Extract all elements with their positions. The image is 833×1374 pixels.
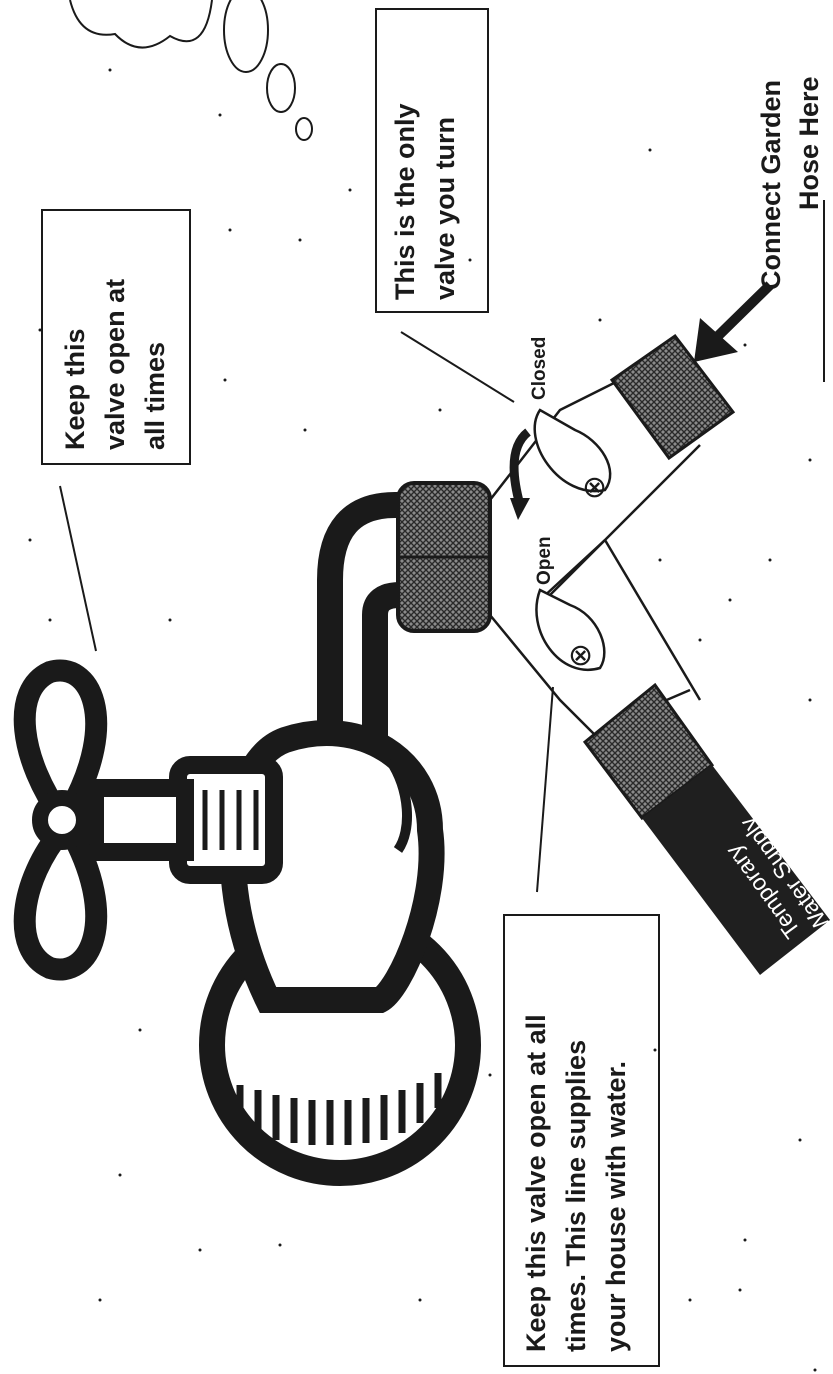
thought-bubble	[69, 0, 313, 141]
leader-line-top	[59, 485, 97, 652]
connect-hose-callout: Connect Garden Hose Here	[756, 72, 825, 382]
keep-open-top-line1: Keep this	[60, 328, 90, 450]
only-valve-line2: valve you turn	[430, 117, 460, 300]
leader-line-only-valve	[400, 331, 515, 403]
temporary-water-supply-hose: Temporary Water Supply Hose	[642, 765, 833, 975]
connect-arrow-icon	[694, 281, 774, 362]
valve-lever-open-side[interactable]: ⊗	[535, 588, 606, 673]
keep-open-bottom-line2: times. This line supplies	[561, 1040, 591, 1352]
open-label: Open	[534, 536, 555, 585]
keep-open-bottom-line1: Keep this valve open at all	[521, 1014, 551, 1352]
spigot	[13, 492, 481, 1186]
svg-text:This is the only valve y: This is the only valve you turn	[390, 96, 460, 300]
valve-lever-closed-side[interactable]: ⊗	[533, 408, 612, 505]
svg-text:Keep this valve open at all: Keep this valve open at all times. This …	[521, 1007, 631, 1352]
leader-line-bottom	[536, 686, 554, 893]
keep-open-bottom-line3: your house with water.	[601, 1061, 631, 1352]
keep-open-top-line2: valve open at	[100, 279, 130, 450]
connect-hose-line1: Connect Garden	[756, 80, 786, 290]
turn-arrow-icon	[509, 428, 532, 520]
closed-label: Closed	[529, 337, 550, 400]
connect-hose-line2: Hose Here	[794, 76, 824, 210]
valve-screw-top-icon: ⊗	[582, 470, 607, 505]
svg-text:Connect Garden Hose Here: Connect Garden Hose Here	[756, 72, 824, 290]
valve-screw-bottom-icon: ⊗	[568, 638, 593, 673]
only-valve-line1: This is the only	[390, 103, 420, 300]
scan-speckles	[28, 68, 817, 1372]
only-valve-callout: This is the only valve you turn	[375, 8, 489, 313]
keep-open-bottom-callout: Keep this valve open at all times. This …	[503, 914, 660, 1367]
keep-open-top-callout: Keep this valve open at all times	[41, 209, 191, 465]
keep-open-top-line3: all times	[140, 342, 170, 450]
garden-hose-coupling[interactable]	[609, 333, 736, 461]
y-connector-coupling	[396, 481, 492, 633]
svg-text:Keep this valve open at: Keep this valve open at all times	[60, 271, 170, 450]
